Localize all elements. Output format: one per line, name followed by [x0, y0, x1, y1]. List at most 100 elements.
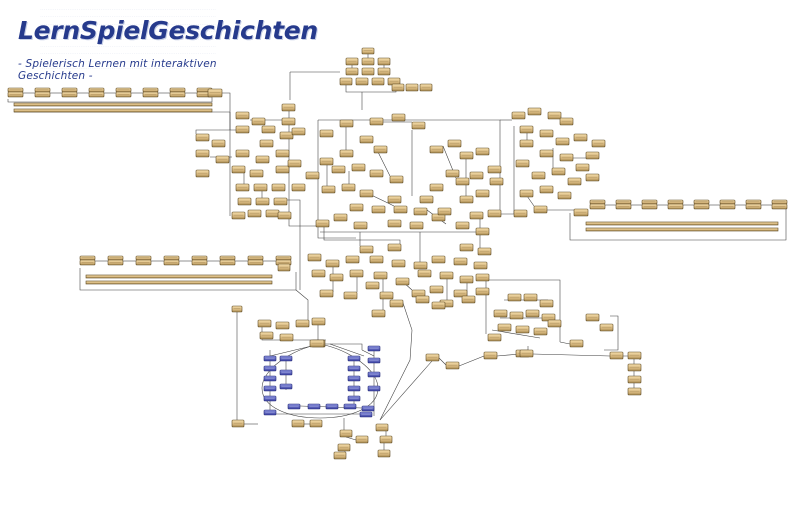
connector-line	[295, 289, 309, 320]
story-node	[527, 107, 542, 116]
story-node	[585, 151, 600, 160]
story-node	[281, 117, 296, 126]
story-node	[547, 319, 562, 328]
story-node	[271, 183, 286, 192]
story-node	[319, 129, 334, 138]
story-node	[257, 319, 272, 328]
story-node	[247, 255, 264, 261]
story-node	[475, 189, 490, 198]
story-node	[475, 147, 490, 156]
story-node	[573, 208, 589, 217]
connector-line	[379, 360, 433, 421]
story-node	[337, 443, 351, 452]
story-node	[115, 91, 132, 98]
story-node	[609, 351, 624, 360]
highlighted-node	[347, 385, 361, 392]
story-node	[387, 219, 402, 228]
story-node	[627, 351, 642, 360]
story-node	[261, 125, 276, 134]
story-node	[373, 145, 388, 154]
node-layer	[7, 47, 788, 460]
story-node	[371, 309, 386, 318]
story-node	[163, 255, 180, 261]
story-node	[573, 133, 588, 142]
connector-line	[345, 436, 357, 441]
story-node	[487, 209, 502, 218]
story-node	[235, 149, 250, 158]
connector-line	[559, 341, 571, 345]
story-node	[459, 151, 474, 160]
long-bar	[85, 280, 273, 285]
story-node	[389, 299, 404, 308]
story-node	[135, 255, 152, 261]
story-node	[539, 129, 554, 138]
story-node	[431, 255, 446, 264]
connector-line	[329, 343, 365, 357]
story-node	[551, 167, 566, 176]
story-node	[539, 185, 554, 194]
story-node	[371, 77, 385, 86]
story-node	[439, 271, 454, 280]
story-node	[345, 57, 359, 66]
story-node	[247, 259, 264, 266]
story-node	[511, 111, 526, 120]
story-node	[445, 169, 460, 178]
story-node	[417, 269, 432, 278]
story-node	[373, 271, 388, 280]
story-node	[419, 83, 433, 92]
story-node	[195, 133, 210, 142]
story-node	[493, 309, 508, 318]
connector-lines	[7, 54, 787, 452]
story-node	[475, 227, 490, 236]
story-node	[369, 169, 384, 178]
story-node	[359, 245, 374, 254]
connector-line	[376, 149, 391, 177]
story-node	[259, 331, 274, 340]
connector-line	[526, 195, 535, 207]
story-node	[455, 221, 470, 230]
story-node	[453, 257, 468, 266]
story-node	[719, 203, 736, 210]
story-node	[353, 221, 368, 230]
story-node	[375, 423, 389, 432]
story-node	[377, 449, 391, 458]
connector-line	[491, 329, 541, 339]
connector-line	[379, 299, 413, 421]
long-bar	[585, 227, 779, 232]
highlighted-node	[347, 365, 361, 372]
story-node	[379, 435, 393, 444]
highlighted-node	[263, 395, 277, 402]
story-node	[107, 255, 124, 261]
story-node	[509, 311, 524, 320]
story-node	[291, 127, 306, 136]
story-node	[309, 419, 323, 428]
story-node	[169, 91, 186, 98]
story-node	[489, 177, 504, 186]
page-subtitle: - Spielerisch Lernen mit interaktiven Ge…	[18, 58, 217, 82]
story-node	[413, 207, 428, 216]
story-node	[569, 339, 584, 348]
story-node	[279, 131, 294, 140]
story-node	[275, 321, 290, 330]
story-node	[339, 149, 354, 158]
story-node	[419, 195, 434, 204]
story-node	[215, 155, 230, 164]
long-bar	[13, 102, 213, 107]
story-node	[429, 145, 444, 154]
highlighted-node	[367, 385, 381, 392]
story-node	[667, 203, 684, 210]
story-node	[279, 333, 294, 342]
story-node	[539, 149, 554, 158]
story-node	[415, 295, 430, 304]
story-node	[395, 277, 410, 286]
long-bars	[13, 102, 779, 285]
story-node	[195, 149, 210, 158]
highlighted-node	[361, 405, 375, 412]
story-node	[515, 159, 530, 168]
story-node	[523, 293, 538, 302]
connector-line	[79, 268, 297, 291]
story-node	[641, 203, 658, 210]
story-node	[255, 155, 270, 164]
story-node	[135, 259, 152, 266]
highlighted-node	[287, 403, 301, 410]
